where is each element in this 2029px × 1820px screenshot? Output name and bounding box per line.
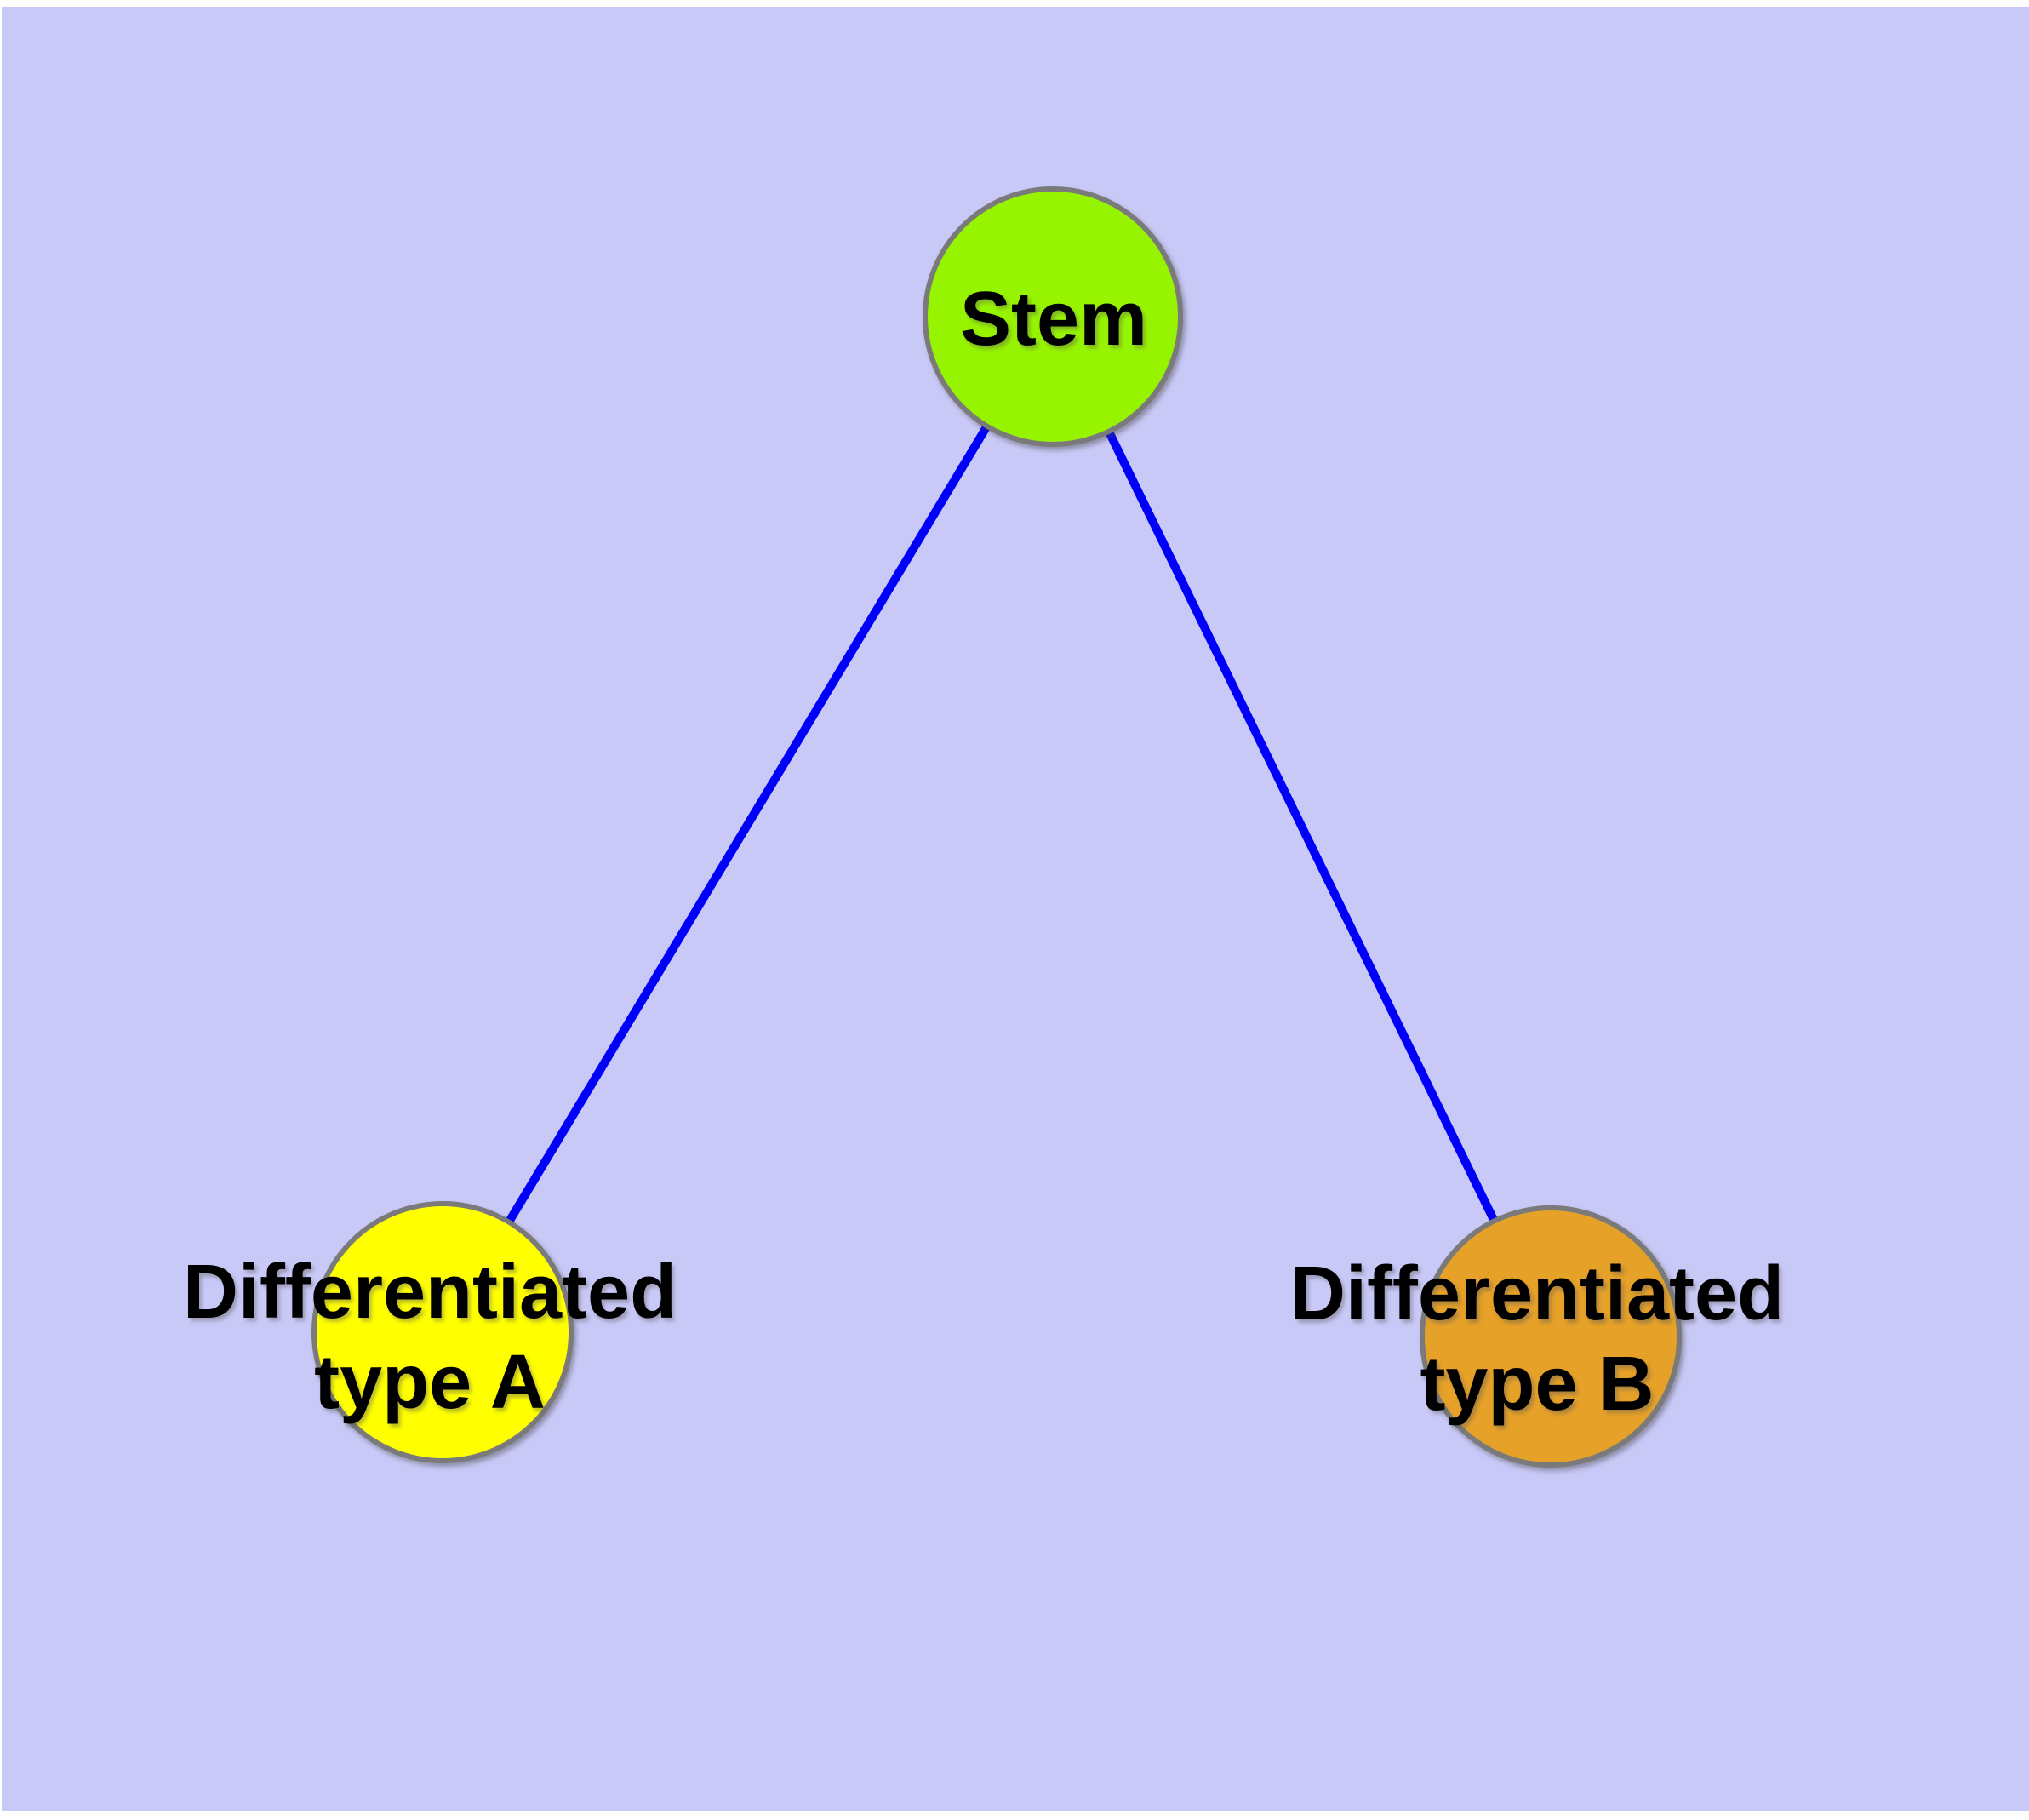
type-a-label-line2: type A xyxy=(314,1340,546,1425)
type-b-label-line1: Differentiated xyxy=(1289,1251,1785,1336)
stem-node-circle xyxy=(923,186,1183,447)
type-a-label-line1: Differentiated xyxy=(182,1250,677,1335)
edge-stem-to-type-b xyxy=(1049,312,1555,1341)
edge-stem-to-type-a xyxy=(438,312,1057,1336)
type-a-node-circle xyxy=(311,1201,574,1463)
type-b-node-circle xyxy=(1420,1205,1682,1468)
type-a-node-label: Differentiated type A xyxy=(183,1247,677,1428)
type-b-node-label: Differentiated type B xyxy=(1290,1249,1784,1429)
type-b-label-line2: type B xyxy=(1420,1342,1655,1427)
stem-node-label: Stem xyxy=(959,277,1148,362)
